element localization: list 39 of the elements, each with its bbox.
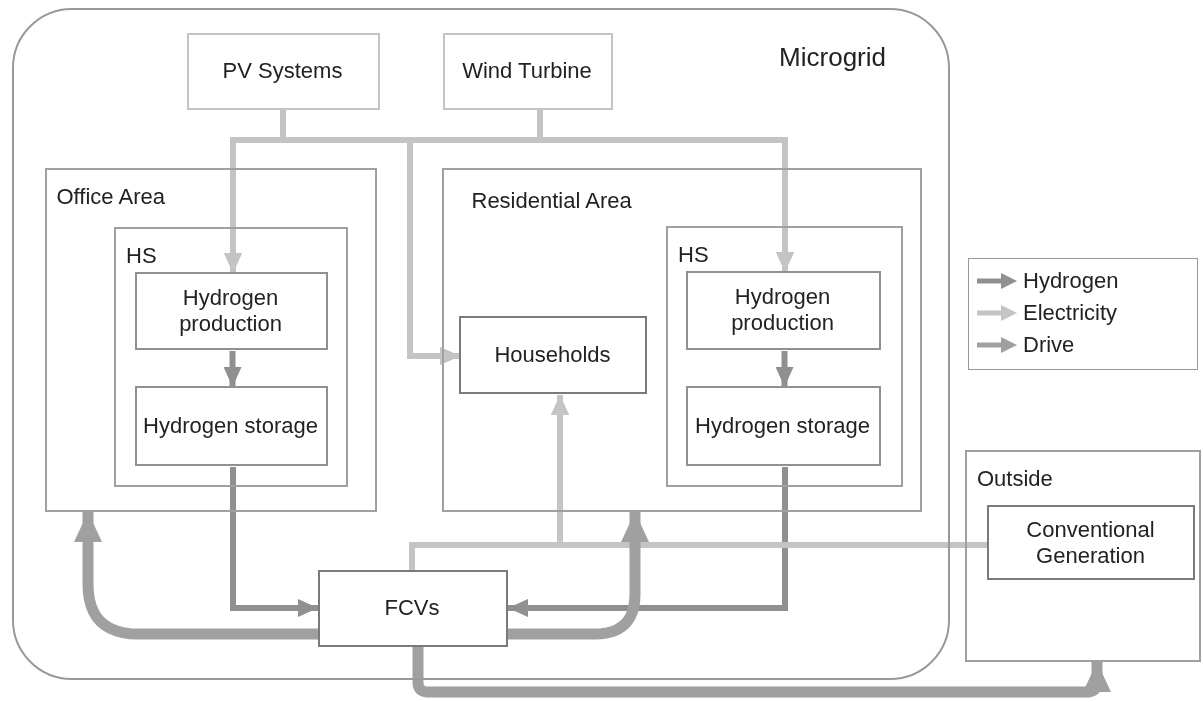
area-box [441,167,922,512]
process-box [134,385,328,466]
arrow [508,512,649,640]
arrow [74,512,318,640]
arrow [223,351,242,387]
box-label: Hydrogen storage [694,412,871,439]
source-box [186,32,380,110]
consumer-box [459,316,647,394]
source-box [442,32,613,110]
group-label: Office Area [56,183,165,210]
box-label: Conventional Generation [1025,516,1156,569]
legend-label: Hydrogen [1023,268,1119,294]
vehicle-box [317,569,508,647]
group-label: Residential Area [471,187,632,214]
box-label: FCVs [383,595,441,621]
group-label: HS [126,243,157,269]
group-label: Outside [977,466,1053,492]
legend-label: Drive [1023,332,1075,358]
generator-box [987,505,1195,580]
arrow [775,351,794,387]
box-label: Hydrogen production [178,284,283,337]
process-box [685,270,881,350]
legend-label: Electricity [1023,300,1118,326]
arrow [508,467,788,617]
process-box [685,385,881,466]
arrow [230,467,318,617]
box-label: PV Systems [221,58,344,84]
process-box [134,271,328,350]
box-label: Hydrogen production [730,284,835,336]
box-label: Households [493,342,612,368]
station-box [114,227,348,487]
microgrid-container [12,8,950,680]
box-label: Hydrogen storage [142,412,319,439]
box-label: Wind Turbine [461,58,593,84]
area-box [44,167,377,512]
group-label: HS [678,242,709,268]
group-label: Microgrid [779,44,886,70]
area-box [965,450,1201,662]
station-box [666,226,903,487]
